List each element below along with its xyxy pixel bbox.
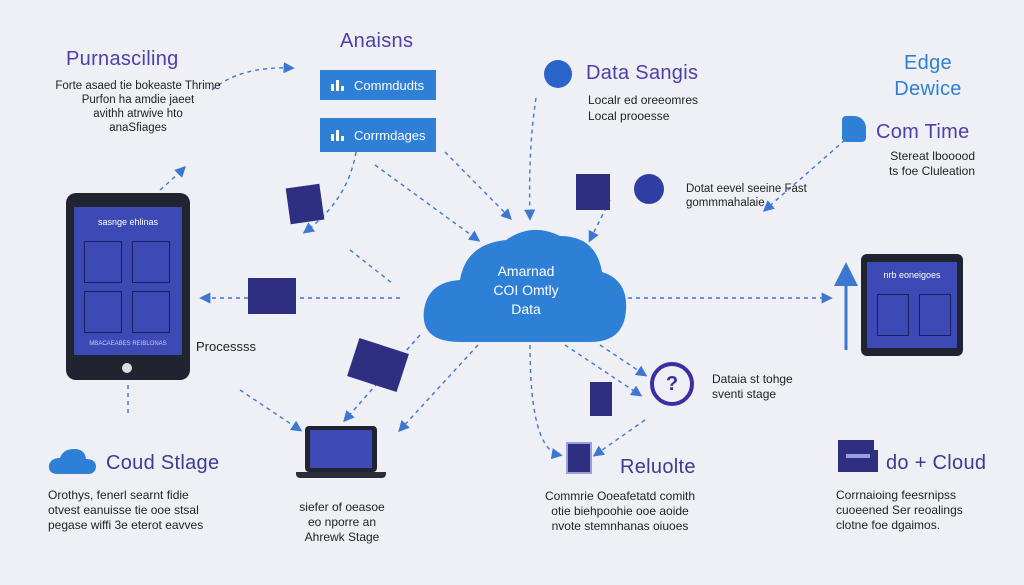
desc-line: otie biehpoohie ooe aoide [551,504,689,518]
cloud-shape [423,229,627,342]
data-sangis-description: Localr ed oreeomres Local prooesse [588,92,698,124]
cloud-line: COI Omtly [493,282,559,298]
home-button[interactable] [122,363,132,373]
desc-line: avithh atrwive hto [93,108,183,120]
anaisns-title: Anaisns [340,30,414,52]
commdudts-button[interactable]: Commdudts [320,70,436,100]
mid-right-description: Dotat eevel seeine Fast gommmahalaie [686,182,807,210]
processss-label: Processss [196,339,256,354]
laptop-screen [310,430,372,468]
desc-line: Commrie Ooeafetatd comith [544,489,696,503]
button-label: Commdudts [354,77,425,93]
coud-stlage-description: Orothys, fenerl searnt fidie otvest eanu… [48,488,203,533]
desc-line: gommmahalaie [686,197,765,209]
tablet-panel [84,241,122,283]
cloud-line: Data [511,301,541,317]
help-icon: ? [650,362,694,406]
clock-icon [842,116,866,142]
desc-line: nvote stemnhanas oiuoes [551,519,689,533]
desc-line: Corrnaioing feesrnipss [836,488,957,502]
desc-line: ts foe Cluleation [888,164,975,178]
purnasciling-description: Forte asaed tie bokeaste Thrime Purfon h… [48,79,228,135]
laptop-base [296,472,386,478]
dashboard-chip-icon [248,278,296,314]
analytics-chip-icon [285,183,325,225]
central-cloud-label: Amarnad COI Omtly Data [470,262,582,319]
storage-description: Dataia st tohge sventi stage [712,372,793,402]
desc-line: Dataia st tohge [712,372,793,386]
purnasciling-title: Purnasciling [66,48,179,70]
title-line: Dewice [894,78,962,100]
device-chip-icon [566,442,592,474]
cube-chip-icon [576,174,610,210]
tablet-header: sasnge ehlinas [97,217,159,227]
tablet-panel [877,294,909,336]
reluolte-description: Commrie Ooeafetatd comith otie biehpoohi… [530,489,710,534]
desc-line: Forte asaed tie bokeaste Thrime [55,80,221,92]
reluolte-title: Reluolte [620,456,696,478]
title-line: Edge [904,52,952,74]
desc-line: Dotat eevel seeine Fast [686,183,807,195]
desc-line: siefer of oeasoe [299,500,385,514]
do-cloud-title: do + Cloud [886,452,987,474]
tablet-panel [919,294,951,336]
com-time-title: Com Time [876,121,970,143]
desc-line: otvest eanuisse tie ooe stsal [48,503,199,517]
desc-line: pegase wiffi 3e eterot eavves [48,518,204,532]
com-time-description: Stereat lbooood ts foe Cluleation [865,149,975,179]
laptop-device [305,426,377,472]
data-signal-icon [544,60,572,88]
button-label: Corrmdages [354,127,426,143]
chart-icon [331,80,344,91]
desc-line: Purfon ha amdie jaeet [81,94,195,106]
network-storage-description: siefer of oeasoe eo nporre an Ahrewk Sta… [280,500,404,545]
desc-line: eo nporre an [307,515,377,529]
desc-line: Orothys, fenerl searnt fidie [48,488,189,502]
right-tablet-screen: nrb eoneigoes [867,262,957,348]
tablet-panel [132,291,170,333]
right-tablet-header: nrb eoneigoes [883,270,941,280]
desc-line: cuoeened Ser reoalings [836,503,963,517]
tablet-panel [84,291,122,333]
tablet-footer: MBACAEABES REIBLONAS [89,341,167,347]
folder-icon [838,440,878,472]
desc-line: Local prooesse [588,109,670,123]
desc-line: clotne foe dgaimos. [836,518,941,532]
desc-line: Ahrewk Stage [304,530,380,544]
desc-line: Localr ed oreeomres [588,93,699,107]
desc-line: anaSfiages [109,122,167,134]
cloud-storage-icon [48,449,96,474]
globe-icon [634,174,664,204]
right-tablet-device: nrb eoneigoes [861,254,963,356]
do-cloud-description: Corrnaioing feesrnipss cuoeened Ser reoa… [836,488,963,533]
tablet-panel [132,241,170,283]
cloud-line: Amarnad [497,263,555,279]
tablet-screen: sasnge ehlinas MBACAEABES REIBLONAS [74,207,182,355]
edge-device-title: Edge Dewice [888,50,968,102]
tablet-device: sasnge ehlinas MBACAEABES REIBLONAS [66,193,190,380]
chart-icon [331,130,344,141]
data-sangis-title: Data Sangis [586,62,699,84]
desc-line: sventi stage [712,387,777,401]
coud-stlage-title: Coud Stlage [106,452,220,474]
server-chip-icon [590,382,612,416]
desc-line: Stereat lbooood [890,149,975,163]
corrmdages-button[interactable]: Corrmdages [320,118,436,152]
